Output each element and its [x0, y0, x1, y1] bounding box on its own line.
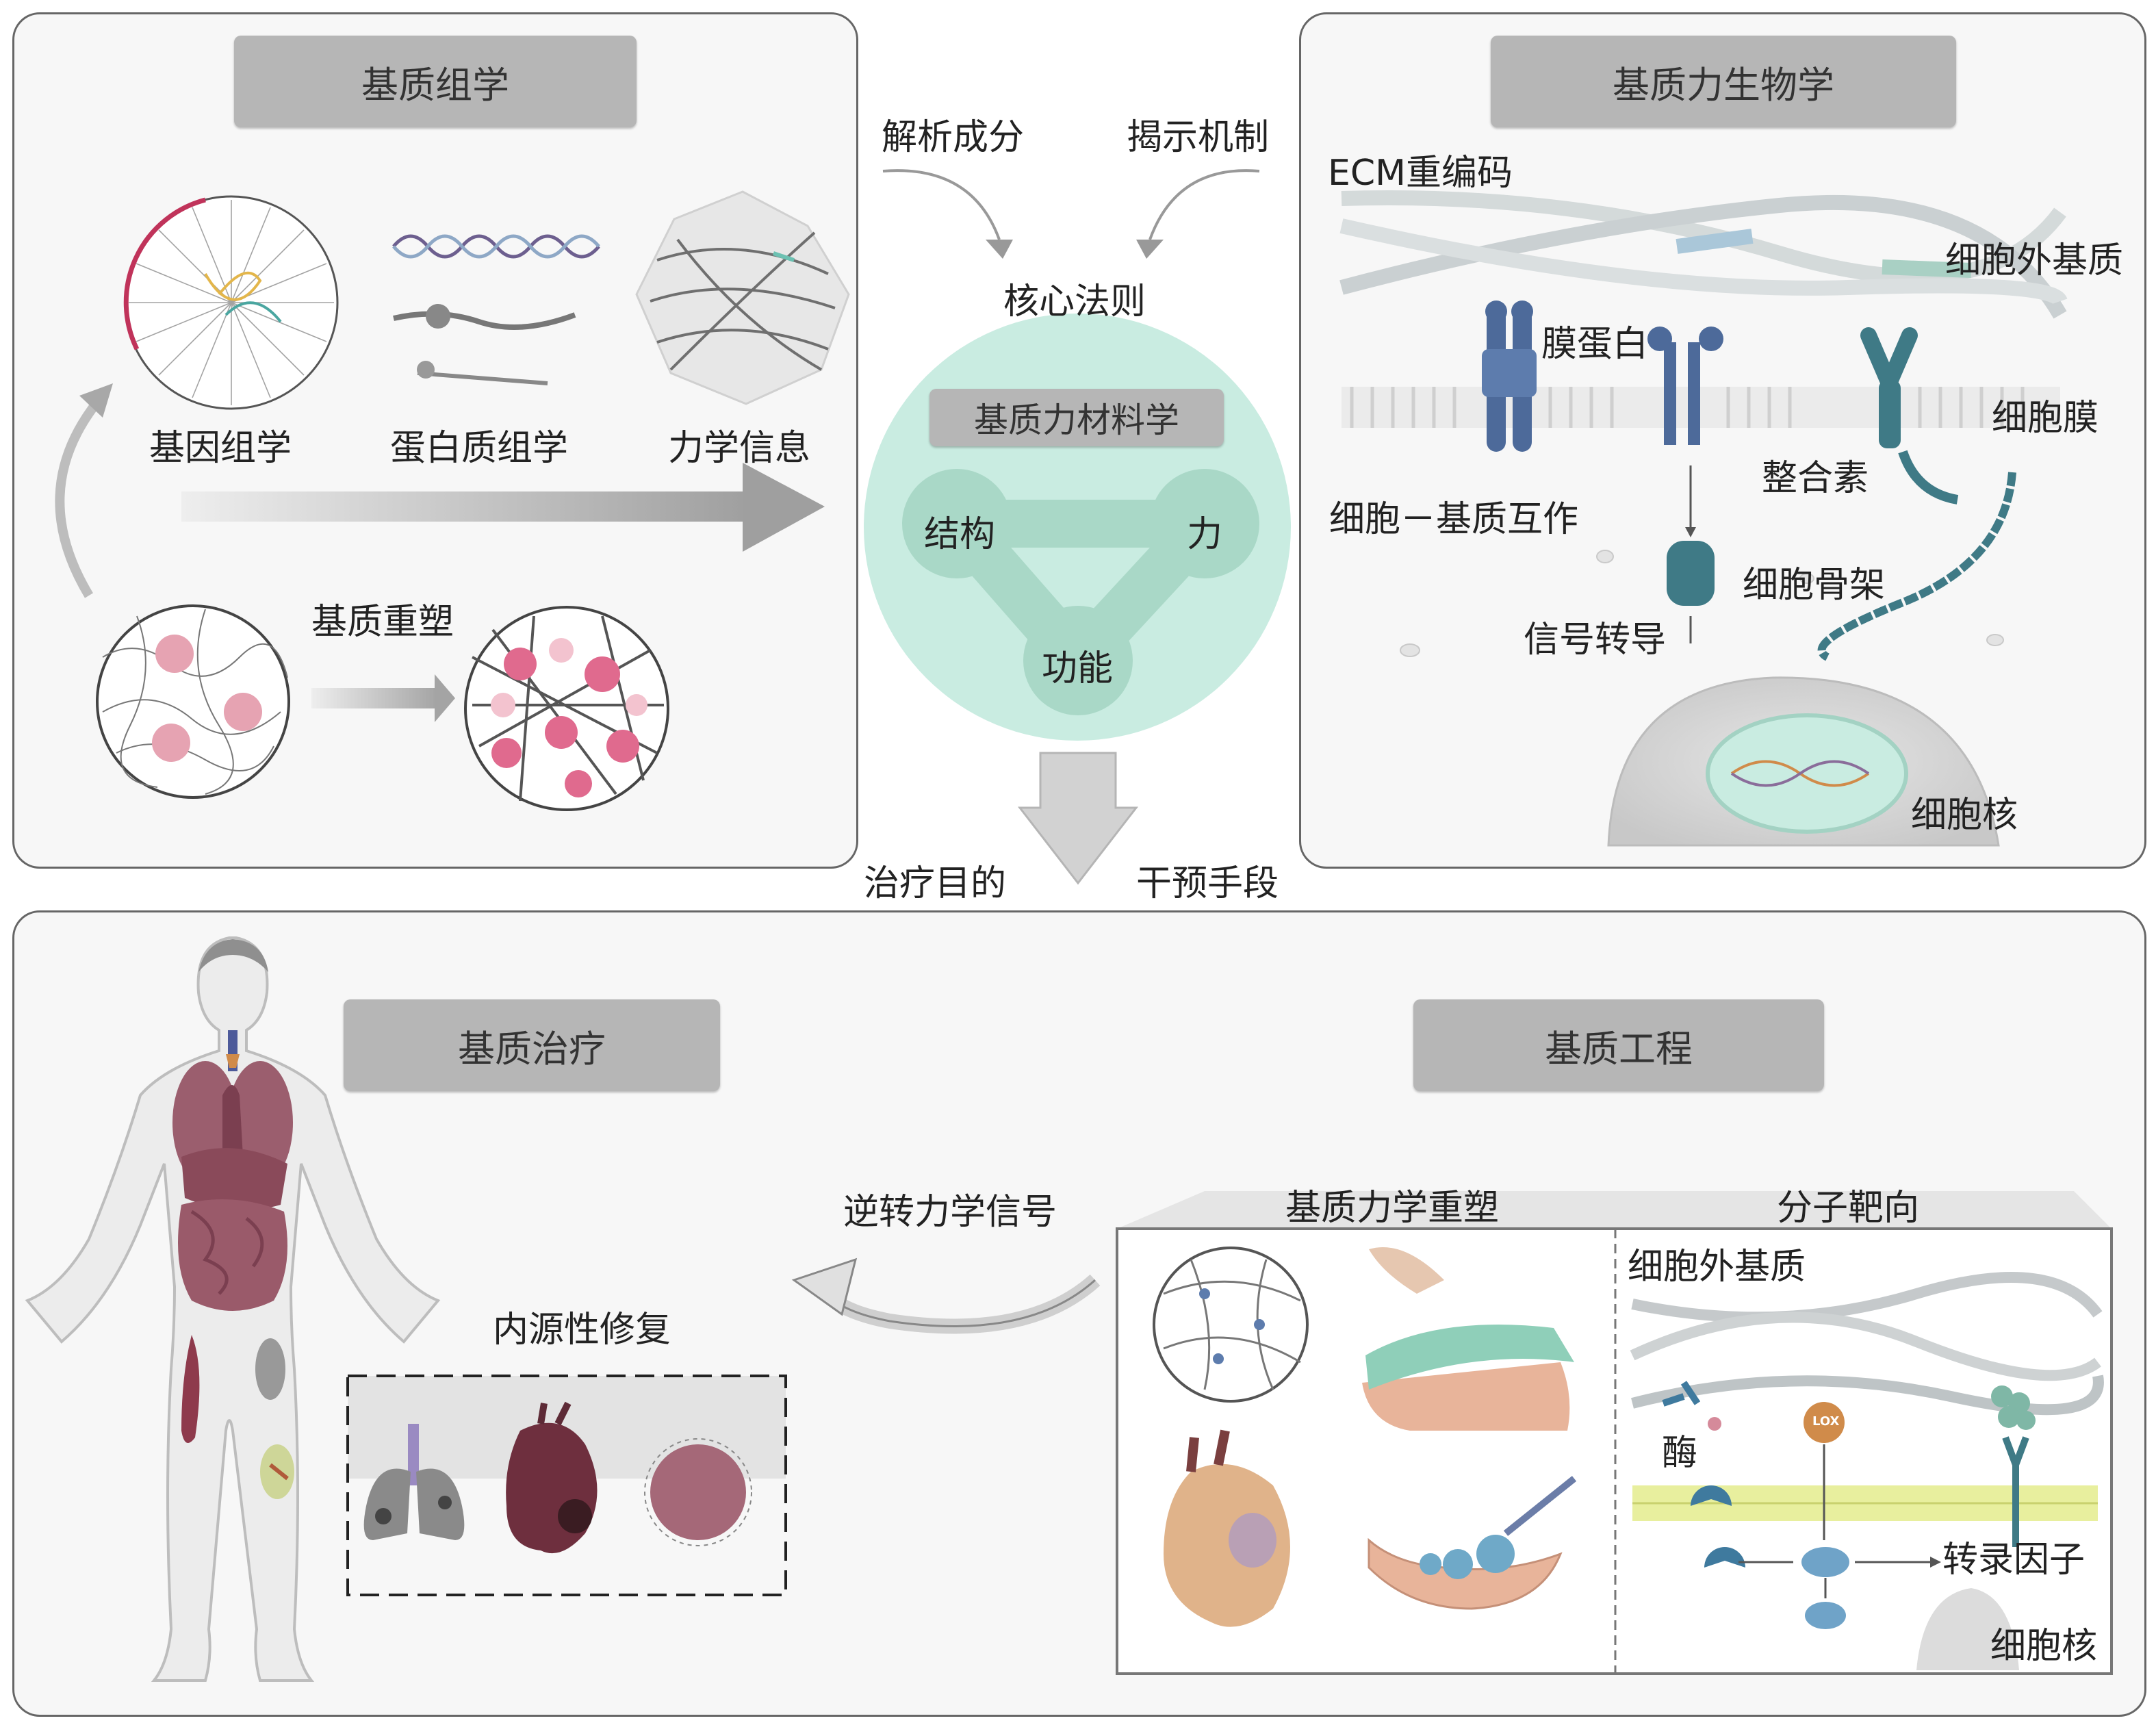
vesicles — [1400, 550, 2004, 657]
heart-icon — [506, 1401, 598, 1554]
function-label: 功能 — [1042, 648, 1114, 689]
mechanical-info-icon — [635, 190, 850, 405]
analyze-arrow — [882, 169, 1013, 259]
therapy-goal-label: 治疗目的 — [864, 863, 1007, 904]
transcription-factor-label: 转录因子 — [1942, 1539, 2086, 1581]
loose-matrix-circle — [96, 604, 290, 799]
integrin-icon — [1860, 327, 1959, 504]
cell-matrix-label: 细胞－基质互作 — [1329, 499, 1579, 540]
mt-ecm-label: 细胞外基质 — [1628, 1247, 1806, 1288]
reverse-signal-arrow — [791, 1257, 1101, 1334]
cytoskeleton-protein-icon — [1667, 541, 1715, 606]
structure-label: 结构 — [924, 514, 996, 555]
lipid-bilayer — [1342, 387, 2060, 428]
ecm-label: 细胞外基质 — [1945, 240, 2124, 281]
dna-strand-icon — [392, 234, 600, 259]
mt-ecm-fibers — [1630, 1272, 2104, 1416]
endogenous-repair-label: 内源性修复 — [493, 1309, 671, 1351]
force-label: 力 — [1187, 514, 1223, 555]
membrane-protein-label: 膜蛋白 — [1541, 324, 1649, 365]
genomics-label: 基因组学 — [149, 428, 292, 469]
ecm-recode-label: ECM重编码 — [1328, 153, 1513, 194]
membrane-protein-icon — [1482, 301, 1537, 452]
remodel-arrow — [311, 674, 455, 722]
receptor-protein-icon — [1647, 327, 1723, 445]
lox-icon — [1804, 1402, 1845, 1540]
ecm-fibers — [1339, 190, 2068, 319]
mechanical-info-label: 力学信息 — [668, 428, 811, 469]
tumor-icon — [644, 1438, 752, 1546]
nucleus-label: 细胞核 — [1911, 795, 2018, 836]
down-arrow — [1017, 752, 1139, 885]
omics-flow-arrow — [181, 463, 825, 552]
mech-remodel-label: 基质力学重塑 — [1285, 1188, 1500, 1229]
matrix-mechanobiology-header: 基质力生物学 — [1491, 36, 1956, 127]
integrin-label: 整合素 — [1762, 458, 1869, 499]
remodel-label: 基质重塑 — [311, 602, 454, 643]
lung-icon — [363, 1424, 465, 1540]
matrix-engineering-header: 基质工程 — [1413, 999, 1824, 1091]
matrix-therapy-header: 基质治疗 — [344, 999, 720, 1091]
enzyme-icon — [1662, 1381, 1745, 1568]
nucleus-icon — [1607, 676, 2000, 847]
signal-arrow — [1685, 465, 1696, 643]
molecular-target-label: 分子靶向 — [1777, 1188, 1920, 1229]
integrin-cluster-icon — [1991, 1385, 2036, 1547]
cytoskeleton-label: 细胞骨架 — [1743, 565, 1886, 606]
reveal-arrow — [1136, 169, 1260, 259]
intervention-label: 干预手段 — [1136, 863, 1279, 904]
mt-nucleus-label: 细胞核 — [1990, 1626, 2098, 1667]
cell-membrane-label: 细胞膜 — [1992, 398, 2099, 439]
patch-icon — [1362, 1247, 1574, 1431]
heart-model-icon — [1164, 1429, 1290, 1627]
human-body-illustration — [25, 936, 441, 1682]
tissue-injection-icon — [1368, 1476, 1577, 1610]
tf-pathway — [1738, 1547, 1941, 1629]
matrix-omics-header: 基质组学 — [234, 36, 637, 127]
mt-nucleus-icon — [1916, 1588, 2019, 1670]
curved-up-arrow — [55, 383, 113, 598]
lox-label: LOX — [1812, 1414, 1840, 1429]
core-law-label: 核心法则 — [1003, 281, 1146, 322]
analyze-label: 解析成分 — [882, 117, 1025, 158]
enzyme-label: 酶 — [1662, 1433, 1698, 1474]
genome-circle-icon — [123, 195, 339, 410]
core-title: 基质力材料学 — [929, 389, 1224, 446]
hydrogel-network-icon — [1153, 1247, 1309, 1403]
reverse-signal-label: 逆转力学信号 — [843, 1192, 1057, 1233]
protein-chain-icon — [393, 304, 576, 385]
proteomics-label: 蛋白质组学 — [390, 428, 569, 469]
dense-matrix-circle — [464, 606, 669, 811]
cytoskeleton-fiber — [1817, 472, 2016, 661]
reveal-label: 揭示机制 — [1127, 117, 1270, 158]
signal-label: 信号转导 — [1524, 619, 1667, 661]
